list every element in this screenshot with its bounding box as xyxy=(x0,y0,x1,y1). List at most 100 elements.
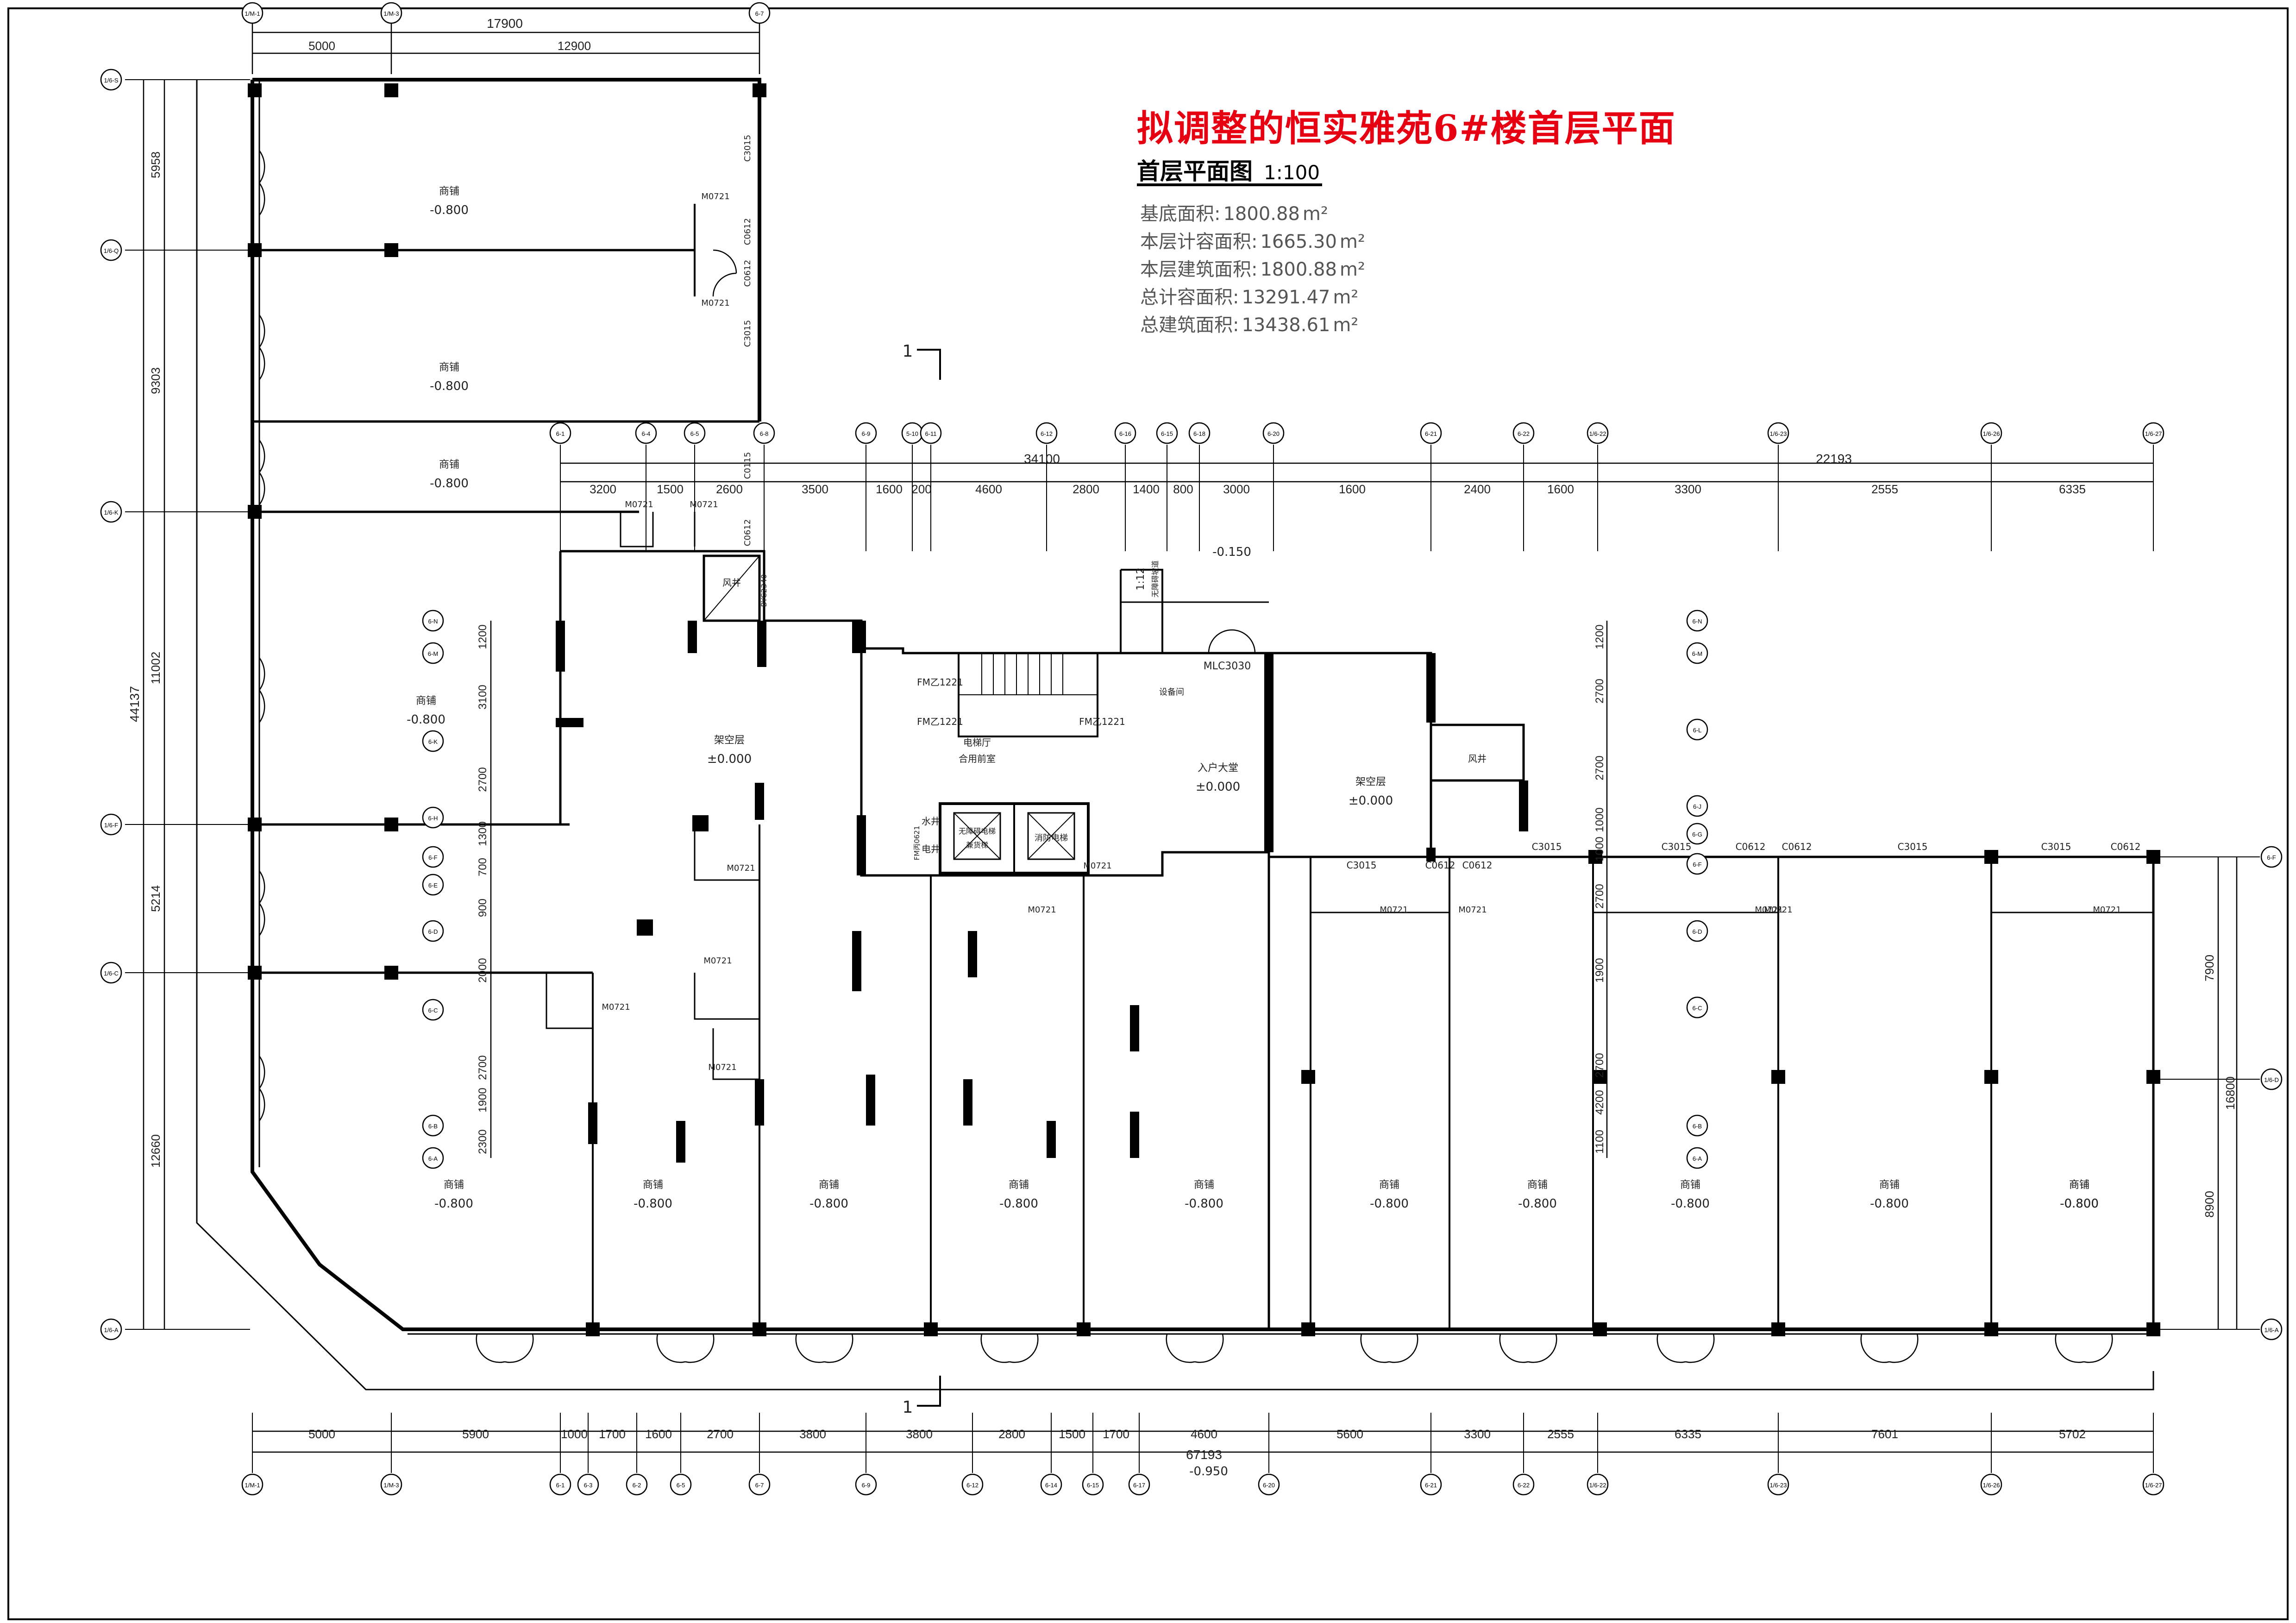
dim-mid: 3200 xyxy=(590,482,616,496)
dim-mid: 2800 xyxy=(1073,482,1099,496)
grid-bubble-label: 6-G xyxy=(1692,831,1702,838)
dim-bottom-total: 67193 xyxy=(1186,1447,1222,1462)
grid-bubble-label: 6-7 xyxy=(755,1482,764,1489)
grid-bubble-bottom: 6-2 xyxy=(626,1473,648,1496)
grid-bubble-mid: 6-20 xyxy=(1262,422,1285,444)
grid-bubble-top: 1/M-3 xyxy=(380,2,402,24)
dim-bottom: 5702 xyxy=(2059,1427,2086,1441)
room-name: 商铺 xyxy=(1194,1179,1214,1191)
grid-bubble-inner-right: 6-J xyxy=(1686,795,1708,817)
dim-bottom: 7601 xyxy=(1871,1427,1898,1441)
room-name: 商铺 xyxy=(1379,1179,1399,1191)
grid-bubble-label: 6-B xyxy=(428,1123,438,1130)
dim-inner-right: 1100 xyxy=(1593,1130,1606,1154)
dim-mid: 1600 xyxy=(1547,482,1574,496)
toilet-wall xyxy=(546,973,593,1029)
grid-bubble-label: 6-22 xyxy=(1518,1482,1530,1489)
dim-inner-left: 900 xyxy=(477,899,489,917)
room-level: -0.800 xyxy=(407,713,445,727)
door-tag: M0721 xyxy=(2093,905,2121,915)
air-shaft-diag xyxy=(703,555,760,621)
grid-bubble-bottom: 6-17 xyxy=(1128,1473,1150,1496)
window-tag: C0612 xyxy=(743,519,753,546)
room-level: -0.800 xyxy=(634,1197,672,1211)
grid-bubble-bottom: 6-12 xyxy=(961,1473,984,1496)
elevator-cross xyxy=(1028,812,1075,860)
air-shaft-box xyxy=(703,554,761,622)
grid-bubble-inner-right: 6-L xyxy=(1686,718,1708,741)
room-level: -0.800 xyxy=(430,203,469,217)
grid-bubble-inner-right: 6-B xyxy=(1686,1114,1708,1137)
room-equipment: 设备间 xyxy=(1159,687,1184,697)
toilet-wall xyxy=(694,973,759,1020)
dim-bottom: 3800 xyxy=(799,1427,826,1441)
door-tag: M0721 xyxy=(708,1063,736,1072)
area-stat-label: 基底面积: xyxy=(1140,203,1221,225)
grid-bubble-inner-left: 6-M xyxy=(422,642,444,664)
stair-treads xyxy=(959,653,1098,695)
room-air-shaft: 风井 xyxy=(1468,753,1487,764)
room-water-well: 水井 xyxy=(922,816,940,827)
grid-bubble-label: 6-L xyxy=(1693,727,1702,734)
grid-bubble-label: 6-2 xyxy=(633,1482,641,1489)
grid-bubble-label: 1/M-1 xyxy=(245,1482,260,1489)
door-tag: M0721 xyxy=(1083,861,1111,871)
plan-scale: 1:100 xyxy=(1264,161,1320,184)
dim-inner-right: 4200 xyxy=(1593,1090,1606,1114)
sheet-border xyxy=(7,7,2289,1620)
room-name: 商铺 xyxy=(1879,1179,1900,1191)
grid-bubble-left: 1/6-Q xyxy=(100,239,122,261)
site-boundary-line xyxy=(196,80,2154,1390)
grid-bubble-bottom: 1/6-27 xyxy=(2142,1473,2164,1496)
grid-bubble-mid: 6-12 xyxy=(1035,422,1058,444)
dim-mid-total: 22193 xyxy=(1816,452,1852,466)
dim-mid: 200 xyxy=(911,482,931,496)
grid-bubble-label: 6-H xyxy=(428,815,438,822)
room-level: ±0.000 xyxy=(1349,794,1393,808)
grid-bubble-label: 1/6-D xyxy=(2264,1076,2279,1083)
grid-bubble-mid: 6-1 xyxy=(549,422,571,444)
grid-bubble-mid: 1/6-23 xyxy=(1767,422,1789,444)
dim-mid: 1600 xyxy=(1339,482,1366,496)
grid-bubble-label: 6-20 xyxy=(1263,1482,1275,1489)
grid-bubble-label: 1/M-3 xyxy=(383,10,399,17)
dim-mid: 3500 xyxy=(802,482,828,496)
grid-bubble-label: 6-5 xyxy=(677,1482,685,1489)
window-tag: C3015 xyxy=(2041,841,2071,852)
window-tag: C0612 xyxy=(743,260,753,287)
grid-bubble-label: 6-21 xyxy=(1425,430,1437,437)
grid-bubble-label: 6-9 xyxy=(862,430,871,437)
dim-top-total: 17900 xyxy=(487,16,523,31)
grid-bubble-bottom: 6-20 xyxy=(1258,1473,1280,1496)
area-stat-label: 总计容面积: xyxy=(1140,287,1239,308)
grid-bubble-mid: 6-4 xyxy=(635,422,657,444)
door-tag: M0721 xyxy=(1764,905,1792,915)
dim-inner-left: 1900 xyxy=(477,1088,489,1112)
area-stat-unit: m² xyxy=(1333,287,1359,308)
room-elevator-hall: 电梯厅 xyxy=(963,737,991,748)
toilet-wall xyxy=(694,824,759,881)
dim-mid: 1400 xyxy=(1133,482,1160,496)
grid-bubble-label: 1/6-A xyxy=(2264,1327,2278,1334)
dim-inner-right: 1900 xyxy=(1593,958,1606,982)
grid-bubble-label: 6-A xyxy=(428,1155,438,1162)
dim-bottom: 1000 xyxy=(561,1427,588,1441)
grid-leaders xyxy=(125,79,2260,1473)
grid-bubble-left: 1/6-C xyxy=(100,962,122,984)
dim-inner-right: 2700 xyxy=(1593,679,1606,703)
elevator-car xyxy=(953,812,1001,860)
dim-left: 12660 xyxy=(149,1134,163,1168)
dim-inner-left: 3100 xyxy=(477,685,489,709)
dim-bottom: 1700 xyxy=(1103,1427,1129,1441)
dim-inner-right: 2700 xyxy=(1593,755,1606,780)
grid-bubble-inner-right: 6-M xyxy=(1686,642,1708,664)
dim-inner-left: 1200 xyxy=(477,624,489,649)
grid-bubble-label: 6-7 xyxy=(755,10,764,17)
door-tag: FM乙1221 xyxy=(1079,716,1125,727)
grid-bubble-label: 1/6-Q xyxy=(104,247,119,254)
area-stat-unit: m² xyxy=(1333,315,1359,336)
grid-bubble-label: 6-20 xyxy=(1267,430,1280,437)
